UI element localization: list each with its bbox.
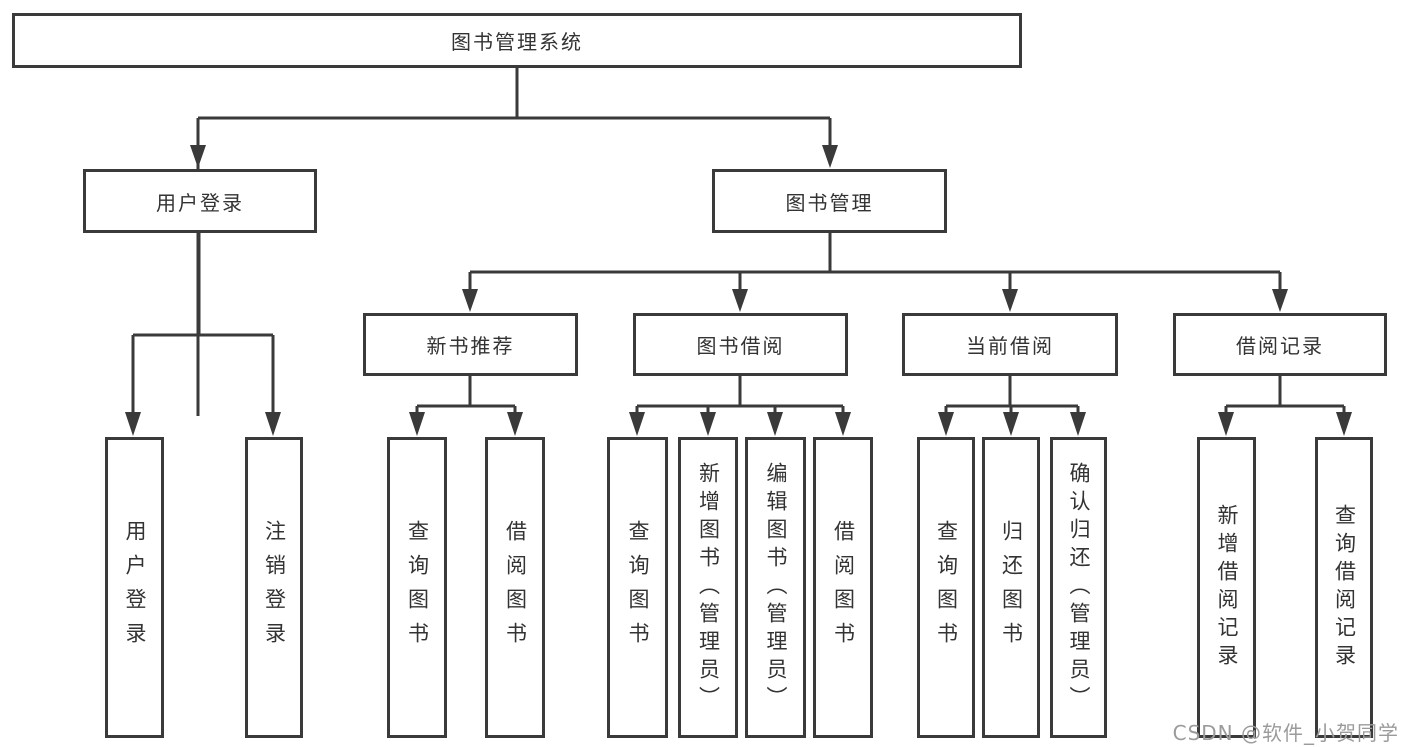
arrow-leaf-bb-edit	[767, 412, 783, 436]
node-leaf-nbr-query-books: 查询图书	[387, 437, 447, 738]
arrow-leaf-cb-confirm	[1070, 412, 1086, 436]
node-leaf-bb-query-books: 查询图书	[607, 437, 668, 738]
arrow-leaf-nbr-query	[409, 412, 425, 436]
node-leaf-cb-return-books: 归还图书	[982, 437, 1040, 738]
arrow-leaf-logout	[265, 412, 281, 436]
arrow-leaf-bb-query	[629, 412, 645, 436]
node-leaf-cb-confirm-return-admin: 确认归还（管理员）	[1050, 437, 1107, 738]
arrow-borrow-records	[1272, 289, 1288, 312]
arrow-leaf-nbr-borrow	[507, 412, 523, 436]
arrow-current-borrow	[1002, 289, 1018, 312]
arrow-leaf-cb-query	[938, 412, 954, 436]
node-leaf-user-login: 用户登录	[105, 437, 164, 738]
node-user-login-group: 用户登录	[83, 169, 317, 233]
node-book-borrow: 图书借阅	[633, 313, 848, 376]
node-root: 图书管理系统	[12, 13, 1022, 68]
arrow-book-mgmt-group	[822, 145, 838, 168]
node-book-mgmt-group: 图书管理	[712, 169, 947, 233]
node-leaf-br-query-record: 查询借阅记录	[1315, 437, 1373, 738]
arrow-leaf-br-add	[1218, 412, 1234, 436]
arrow-book-borrow	[732, 289, 748, 312]
arrow-user-login-group	[190, 145, 206, 168]
edge-current-borrow	[944, 376, 1080, 414]
node-leaf-br-add-record: 新增借阅记录	[1197, 437, 1256, 738]
node-leaf-nbr-borrow-books: 借阅图书	[485, 437, 545, 738]
node-leaf-logout: 注销登录	[245, 437, 303, 738]
node-leaf-cb-query-books: 查询图书	[917, 437, 975, 738]
arrow-leaf-bb-add	[700, 412, 716, 436]
edge-borrow-records	[1224, 376, 1346, 414]
arrowheads	[125, 145, 1352, 436]
edge-root-to-level2	[196, 68, 832, 416]
node-leaf-bb-borrow-books: 借阅图书	[813, 437, 873, 738]
arrow-new-book-rec	[462, 289, 478, 312]
edge-new-book-rec	[415, 376, 517, 414]
node-new-book-recommend: 新书推荐	[363, 313, 578, 376]
node-leaf-bb-add-books-admin: 新增图书（管理员）	[678, 437, 738, 738]
edge-book-borrow	[635, 376, 845, 414]
arrow-leaf-bb-borrow	[835, 412, 851, 436]
arrow-leaf-user-login	[125, 412, 141, 436]
csdn-watermark: CSDN @软件_小贺同学	[1172, 721, 1399, 745]
node-leaf-bb-edit-books-admin: 编辑图书（管理员）	[745, 437, 806, 738]
node-borrow-records: 借阅记录	[1173, 313, 1387, 376]
node-current-borrow: 当前借阅	[902, 313, 1118, 376]
arrow-leaf-br-query	[1336, 412, 1352, 436]
edge-book-mgmt-group	[468, 233, 1282, 290]
edge-user-login-group	[131, 233, 275, 414]
arrow-leaf-cb-return	[1003, 412, 1019, 436]
